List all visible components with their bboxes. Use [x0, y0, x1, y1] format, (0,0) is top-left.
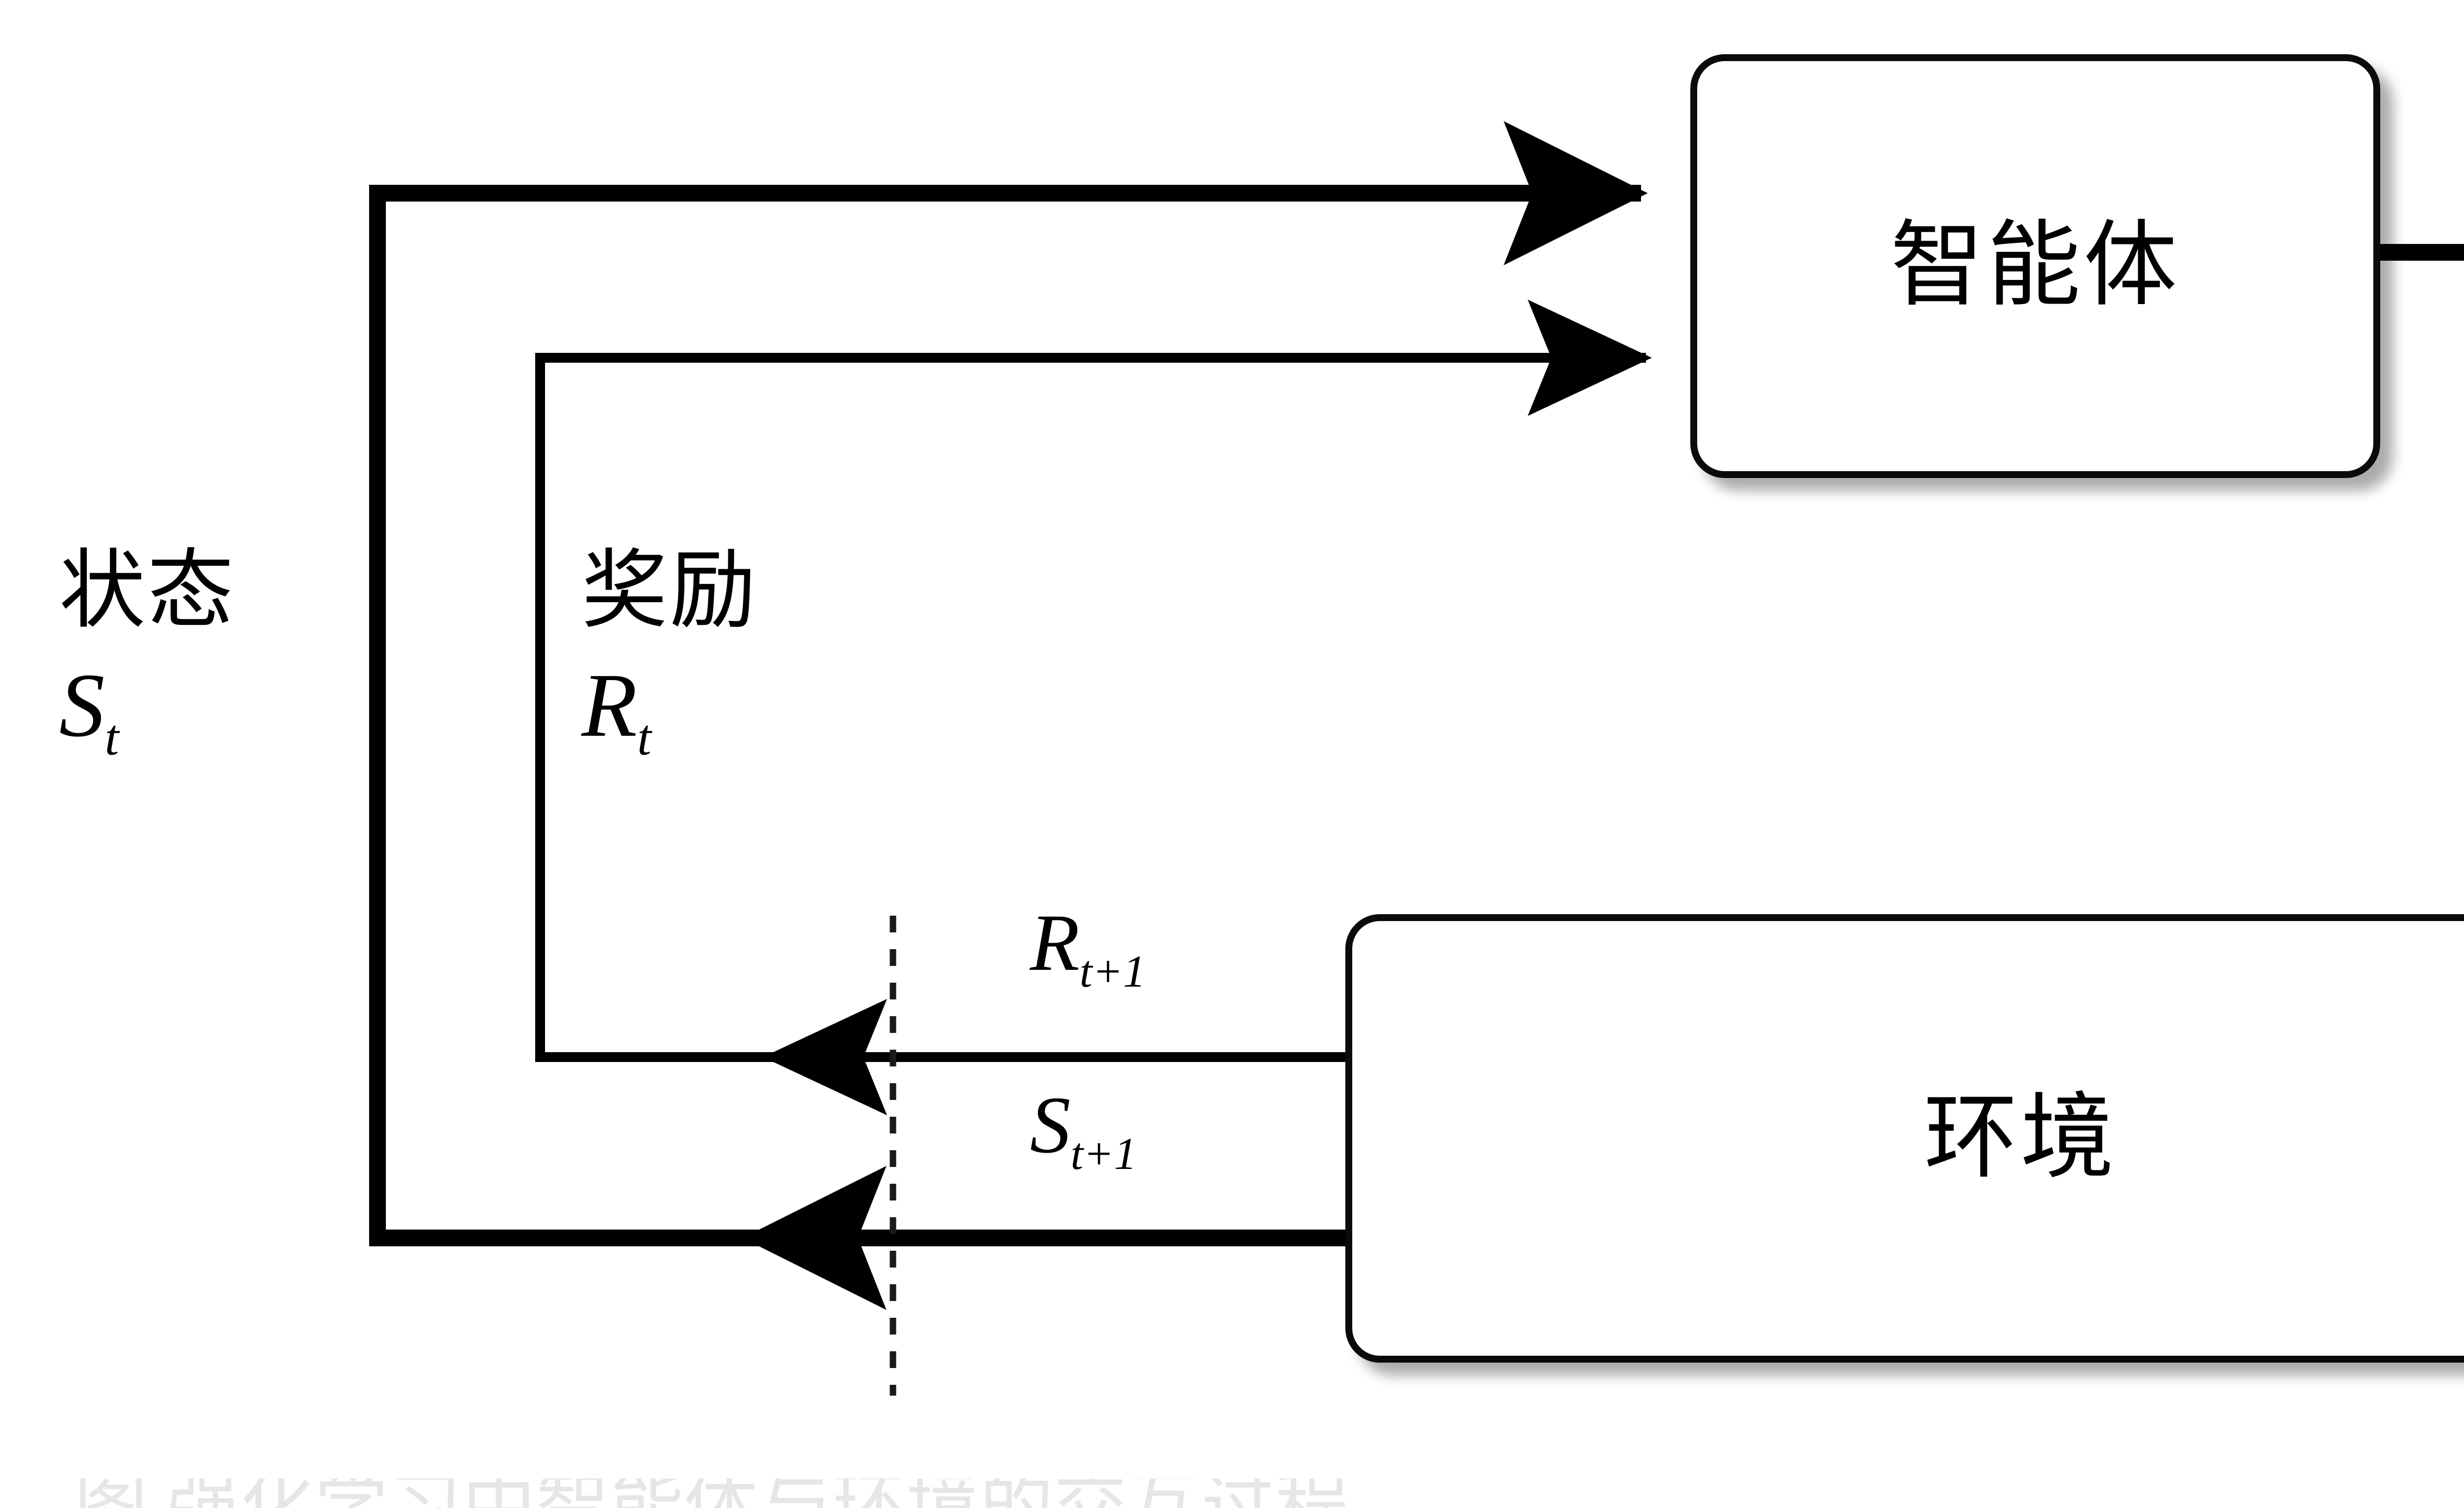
edge-label-state-symbol: St: [59, 654, 236, 766]
reward-symbol-subscript: t: [637, 709, 651, 766]
state-next-symbol: St+1: [1030, 1084, 1137, 1176]
edge-state-rail: [369, 121, 1648, 1246]
state-next-subscript: t+1: [1070, 1129, 1137, 1179]
state-symbol-subscript: t: [104, 709, 119, 766]
node-environment[interactable]: 环境: [1345, 914, 2464, 1363]
reward-next-symbol: Rt+1: [1030, 902, 1146, 994]
state-symbol-base: S: [59, 654, 105, 756]
edge-label-reward: 奖励 Rt: [582, 547, 758, 764]
reward-symbol-base: R: [582, 654, 638, 756]
reward-next-base: R: [1030, 897, 1080, 988]
edge-label-reward-next: Rt+1: [1030, 902, 1146, 994]
state-next-base: S: [1030, 1080, 1071, 1170]
edge-label-state-term: 状态: [59, 543, 236, 639]
edge-label-state: 状态 St: [59, 547, 236, 764]
edge-label-state-next: St+1: [1030, 1084, 1137, 1176]
edge-reward-rail: [535, 300, 1652, 1062]
reward-next-subscript: t+1: [1079, 946, 1146, 996]
node-agent-label: 智能体: [1890, 214, 2180, 318]
edge-label-reward-symbol: Rt: [582, 654, 758, 766]
figure-caption-text: 图 强化学习中智能体与环境的交互过程: [74, 1478, 1700, 1508]
node-agent[interactable]: 智能体: [1690, 54, 2380, 478]
edge-label-reward-term: 奖励: [582, 543, 758, 639]
figure-caption: 图 强化学习中智能体与环境的交互过程: [74, 1478, 1700, 1508]
node-environment-label: 环境: [1923, 1087, 2117, 1190]
